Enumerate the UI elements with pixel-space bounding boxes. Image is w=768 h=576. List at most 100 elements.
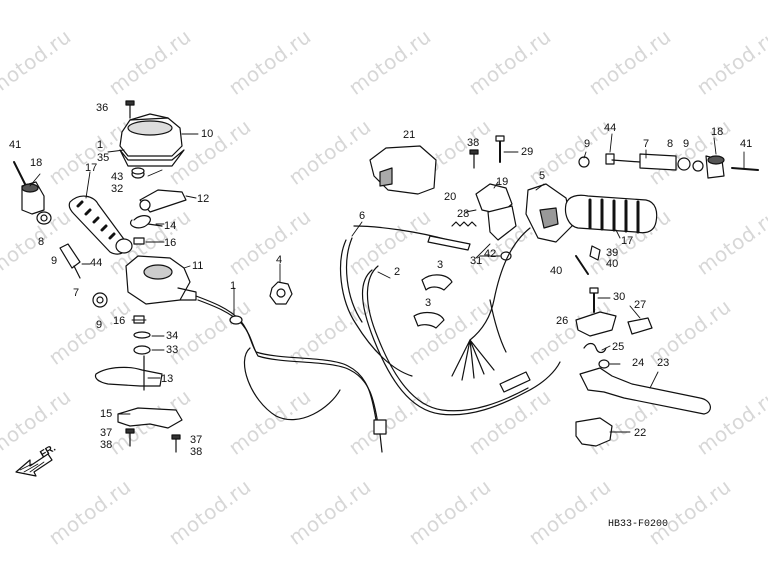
callout-28: 28	[457, 208, 470, 220]
bar-end-parts-right	[578, 153, 759, 179]
callout-33: 33	[166, 344, 179, 356]
housing-mount-bolt	[133, 315, 145, 324]
switch-cover-21	[369, 145, 437, 195]
callout-29: 29	[521, 146, 534, 158]
switch-base-20	[475, 183, 513, 215]
bolt-29	[495, 135, 505, 163]
callout-39: 39	[606, 247, 619, 259]
cable-adjuster	[427, 235, 531, 393]
callout-18: 18	[711, 126, 724, 138]
front-arrow-icon	[15, 453, 53, 477]
callout-7: 7	[643, 138, 650, 150]
callout-1: 1	[230, 280, 237, 292]
harness-clip-lower	[413, 311, 445, 329]
clamp-screw-right	[171, 434, 181, 453]
callout-3: 3	[425, 297, 432, 309]
lower-clamp	[117, 407, 183, 429]
harness-clip-upper	[421, 274, 453, 291]
callout-20: 20	[444, 191, 457, 203]
callout-38: 38	[190, 446, 203, 458]
callout-16: 16	[164, 237, 177, 249]
callout-7: 7	[73, 287, 80, 299]
housing-bolt	[133, 237, 145, 245]
pin-39-40	[575, 245, 601, 275]
spring-28	[451, 221, 477, 227]
callout-17: 17	[85, 162, 98, 174]
callout-9: 9	[51, 255, 58, 267]
torsion-spring	[130, 215, 163, 229]
callout-30: 30	[613, 291, 626, 303]
callout-43: 43	[111, 171, 124, 183]
rubber-mount-left	[36, 211, 52, 225]
callout-37: 37	[190, 434, 203, 446]
screw-38	[469, 149, 479, 169]
callout-42: 42	[484, 248, 497, 260]
callout-18: 18	[30, 157, 43, 169]
callout-40: 40	[550, 265, 563, 277]
callout-3: 3	[437, 259, 444, 271]
callout-37: 37	[100, 427, 113, 439]
callout-25: 25	[612, 341, 625, 353]
callout-41: 41	[740, 138, 753, 150]
lever-clamp-22	[575, 417, 613, 447]
callout-13: 13	[161, 373, 174, 385]
throttle-housing-body	[125, 255, 197, 305]
callout-9: 9	[96, 319, 103, 331]
throttle-cable-nut	[131, 167, 145, 179]
callout-12: 12	[197, 193, 210, 205]
callout-31: 31	[470, 255, 483, 267]
switch-wiring-harness	[451, 227, 531, 381]
bracket-26	[575, 311, 617, 337]
callout-1: 1	[97, 139, 104, 151]
callout-4: 4	[276, 254, 283, 266]
diagram-code: HB33-F0200	[608, 519, 669, 530]
grip-collar-left	[115, 238, 133, 254]
bolt-30	[589, 287, 599, 313]
cover-gasket	[119, 149, 185, 167]
callout-9: 9	[683, 138, 690, 150]
callout-9: 9	[584, 138, 591, 150]
callout-21: 21	[403, 129, 416, 141]
callout-22: 22	[634, 427, 647, 439]
clamp-screw-left	[125, 428, 135, 447]
callout-11: 11	[192, 260, 204, 272]
nut-33	[133, 345, 151, 355]
callout-44: 44	[604, 122, 617, 134]
callout-10: 10	[201, 128, 214, 140]
brake-lever-23	[579, 367, 711, 415]
callout-16: 16	[113, 315, 126, 327]
throttle-housing-cover	[119, 113, 183, 157]
switch-housing-5	[525, 183, 573, 243]
callout-17: 17	[621, 235, 634, 247]
callout-15: 15	[100, 408, 113, 420]
callout-26: 26	[556, 315, 569, 327]
callout-8: 8	[38, 236, 45, 248]
callout-40: 40	[606, 258, 619, 270]
callout-6: 6	[359, 210, 366, 222]
throttle-cable	[195, 295, 387, 453]
bar-end-weight-left	[21, 181, 45, 215]
cap-27	[627, 317, 653, 335]
callout-38: 38	[100, 439, 113, 451]
clutch-cable	[339, 225, 449, 377]
leader-lines	[29, 133, 745, 433]
callout-19: 19	[496, 176, 509, 188]
spring-25	[583, 342, 607, 354]
collar-24	[598, 359, 610, 369]
grip-right	[564, 194, 658, 234]
washer-34	[133, 331, 151, 339]
throttle-lever	[94, 355, 163, 391]
callout-24: 24	[632, 357, 645, 369]
callout-23: 23	[657, 357, 670, 369]
callout-32: 32	[111, 183, 124, 195]
throttle-lever-arm	[139, 189, 187, 213]
rubber-bushing-left	[92, 292, 108, 308]
callout-35: 35	[97, 152, 110, 164]
switch-lever-19	[487, 205, 517, 241]
weight-rod-left	[59, 243, 81, 279]
callout-44: 44	[90, 257, 103, 269]
callout-2: 2	[394, 266, 401, 278]
cover-screw	[125, 100, 135, 119]
